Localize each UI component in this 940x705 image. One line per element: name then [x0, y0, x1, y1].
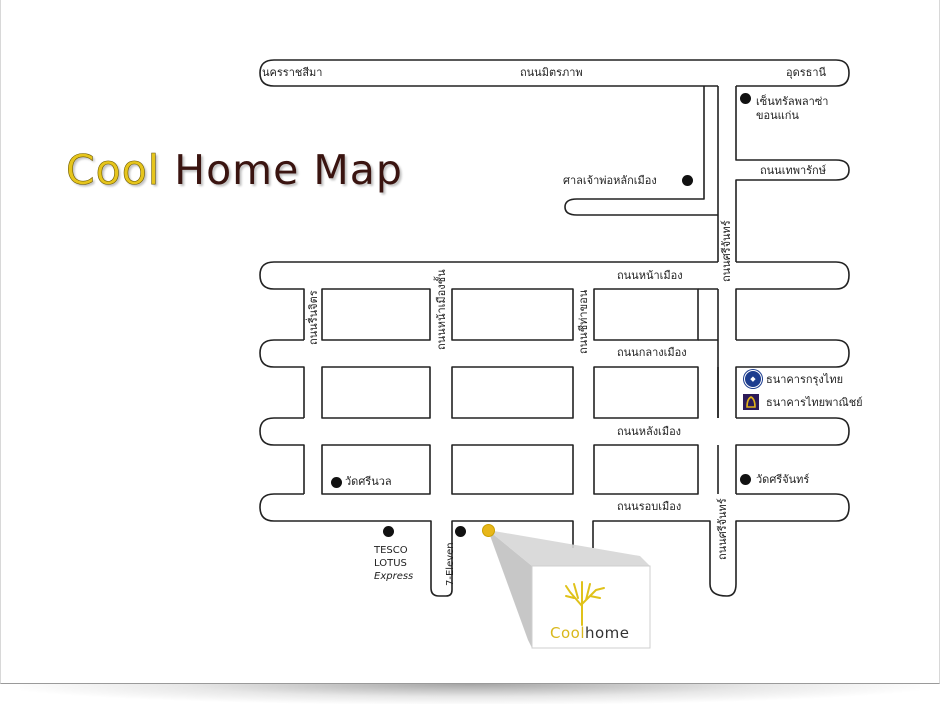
krungthai-bank-icon: ◆	[744, 370, 762, 388]
road-na-mueang	[259, 261, 718, 340]
label-wat-si-nuan: วัดศรีนวล	[345, 475, 392, 488]
label-si-chan-upper: ถนนศรีจันทร์	[720, 220, 733, 282]
label-reun-chit: ถนนรื่นจิตร	[307, 290, 320, 345]
label-central-plaza-2: ขอนแก่น	[756, 109, 799, 122]
location-dot-icon	[383, 526, 394, 537]
label-scb-bank: ธนาคารไทยพาณิชย์	[766, 396, 863, 409]
label-si-chan-lower: ถนนศรีจันทร์	[716, 498, 729, 560]
label-na-mueang: ถนนหน้าเมือง	[617, 269, 683, 282]
scb-bank-icon	[743, 394, 759, 410]
location-dot-icon	[740, 93, 751, 104]
label-krungthai-bank: ธนาคารกรุงไทย	[766, 373, 844, 386]
label-central-plaza-1: เซ็นทรัลพลาซ่า	[756, 95, 829, 108]
location-dot-icon	[331, 477, 342, 488]
card-shadow	[20, 684, 920, 704]
label-city-pillar: ศาลเจ้าพ่อหลักเมือง	[563, 174, 657, 187]
label-ammat: ถนนหน้าเมืองชั้น	[435, 269, 448, 350]
road-rop-mueang	[259, 493, 574, 597]
road-mittraphap	[259, 59, 850, 87]
map-card	[0, 0, 940, 684]
location-dot-icon	[455, 526, 466, 537]
label-nakhon-ratchasima: นครราชสีมา	[262, 66, 323, 79]
location-dot-icon	[682, 175, 693, 186]
label-thepharak: ถนนเทพารักษ์	[760, 164, 826, 177]
road-sichan-upper-right	[735, 86, 850, 262]
coolhome-tree-icon	[565, 581, 605, 626]
label-wat-si-chan: วัดศรีจันทร์	[756, 473, 810, 486]
location-dot-icon	[740, 474, 751, 485]
label-klang-mueang: ถนนกลางเมือง	[617, 346, 687, 359]
label-seven-eleven: 7-Eleven	[445, 542, 456, 586]
label-mittraphap: ถนนมิตรภาพ	[520, 66, 583, 79]
road-lang-mueang	[259, 417, 305, 494]
label-rop-mueang: ถนนรอบเมือง	[617, 500, 682, 513]
label-tesco-lotus: TESCO LOTUS Express	[374, 545, 414, 582]
label-tha-khon: ถนนชีท่าขอน	[577, 289, 590, 354]
coolhome-marker-icon	[483, 525, 494, 536]
label-udon-thani: อุดรธานี	[786, 66, 827, 79]
coolhome-logo: Coolhome	[550, 624, 630, 642]
label-lang-mueang: ถนนหลังเมือง	[617, 425, 682, 438]
road-klang-mueang	[259, 339, 305, 418]
callout-beam	[488, 530, 532, 648]
page-title: Cool Home Map	[66, 146, 403, 195]
